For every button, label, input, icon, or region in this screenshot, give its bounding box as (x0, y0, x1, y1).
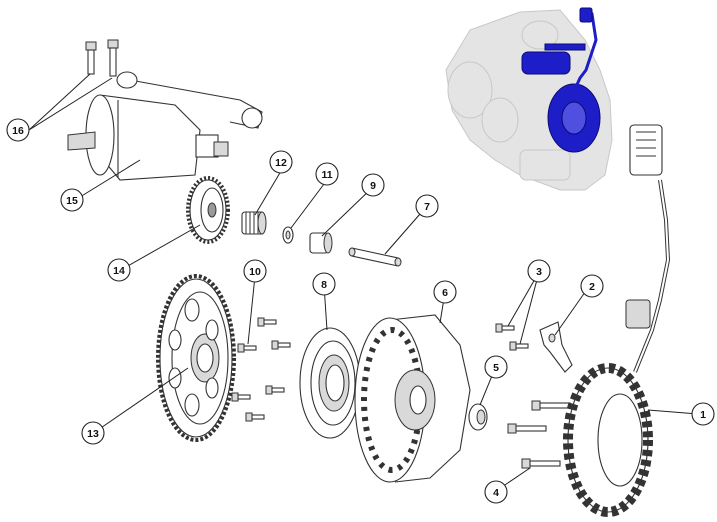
svg-text:6: 6 (442, 287, 448, 299)
callout-15: 15 (60, 188, 84, 212)
one-way-clutch-8 (299, 327, 361, 439)
stator-1 (563, 124, 671, 517)
clamp-2 (539, 321, 573, 373)
svg-text:1: 1 (700, 409, 706, 421)
washer-11 (282, 226, 294, 244)
flywheel-rotor-6 (354, 314, 471, 483)
svg-text:11: 11 (321, 169, 332, 181)
callout-6: 6 (433, 280, 457, 304)
callout-16: 16 (6, 118, 30, 142)
nut-5 (468, 403, 488, 431)
callout-14: 14 (107, 258, 131, 282)
connector (629, 124, 663, 176)
callout-7: 7 (415, 194, 439, 218)
svg-text:13: 13 (87, 428, 99, 440)
callouts: 16 15 14 12 11 9 7 10 (6, 118, 715, 504)
svg-text:5: 5 (493, 362, 499, 374)
callout-8: 8 (312, 272, 336, 296)
highlighted-parts (521, 7, 601, 153)
bolts-16 (85, 39, 119, 77)
bolts-10 (231, 317, 291, 422)
engine-locator-inset (445, 7, 613, 191)
svg-text:16: 16 (12, 125, 24, 137)
svg-text:3: 3 (536, 266, 542, 278)
callout-1: 1 (691, 402, 715, 426)
svg-text:12: 12 (275, 157, 287, 169)
highlight-starter (521, 51, 571, 75)
bushing-9 (309, 232, 333, 254)
callout-5: 5 (484, 355, 508, 379)
reduction-gear-14 (186, 176, 230, 244)
callout-4: 4 (484, 480, 508, 504)
svg-text:2: 2 (589, 281, 595, 293)
needle-bearing-12 (241, 211, 267, 235)
callout-9: 9 (361, 173, 385, 197)
callout-11: 11 (315, 162, 339, 186)
screws-3 (495, 323, 529, 351)
svg-text:10: 10 (249, 266, 261, 278)
starter-motor-15 (67, 71, 263, 181)
bolt (107, 39, 119, 77)
callout-3: 3 (527, 259, 551, 283)
wire-grommet (625, 299, 651, 329)
svg-text:4: 4 (493, 487, 499, 499)
starter-driven-gear-13 (156, 274, 236, 442)
shaft-7 (348, 247, 402, 267)
callout-13: 13 (81, 421, 105, 445)
svg-text:7: 7 (424, 201, 430, 213)
callout-10: 10 (243, 259, 267, 283)
svg-text:9: 9 (370, 180, 376, 192)
bolt (85, 41, 97, 75)
svg-text:8: 8 (321, 279, 327, 291)
callout-12: 12 (269, 150, 293, 174)
svg-text:15: 15 (66, 195, 78, 207)
callout-2: 2 (580, 274, 604, 298)
bolts-4 (507, 400, 571, 469)
svg-text:14: 14 (113, 265, 125, 277)
